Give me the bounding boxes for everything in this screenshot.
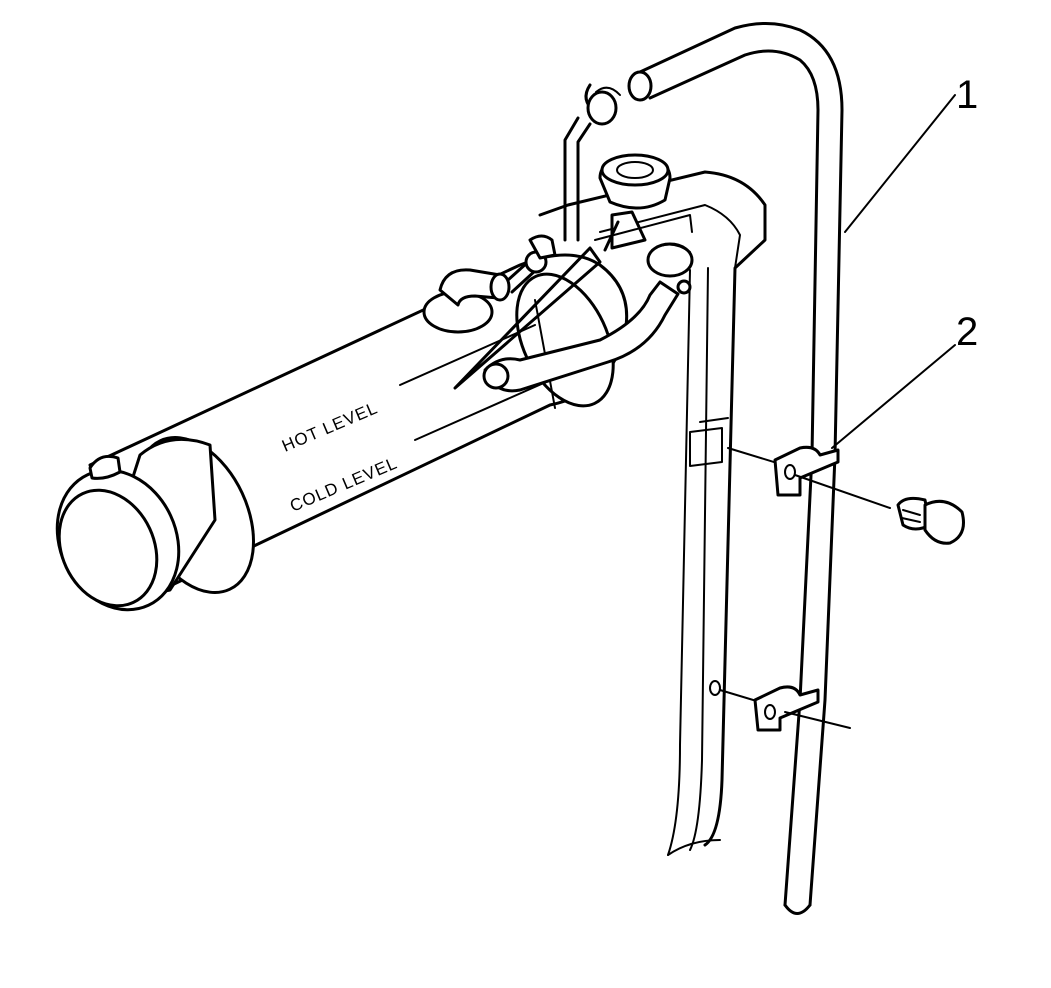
overflow-hose (563, 21, 844, 915)
callout-line-1 (844, 94, 956, 233)
callout-line-2 (831, 344, 956, 449)
outlet-hose (482, 242, 694, 393)
elbow-fitting (422, 234, 557, 334)
bolt (794, 474, 965, 545)
mounting-bracket (453, 214, 693, 390)
coolant-reservoir (55, 253, 629, 612)
pressure-cap (598, 153, 672, 252)
callout-2: 2 (956, 310, 978, 354)
callout-1: 1 (956, 73, 978, 117)
radiator-support-panel (538, 170, 767, 856)
hose-clip-upper (689, 417, 840, 497)
hose-clip-lower (709, 680, 851, 732)
